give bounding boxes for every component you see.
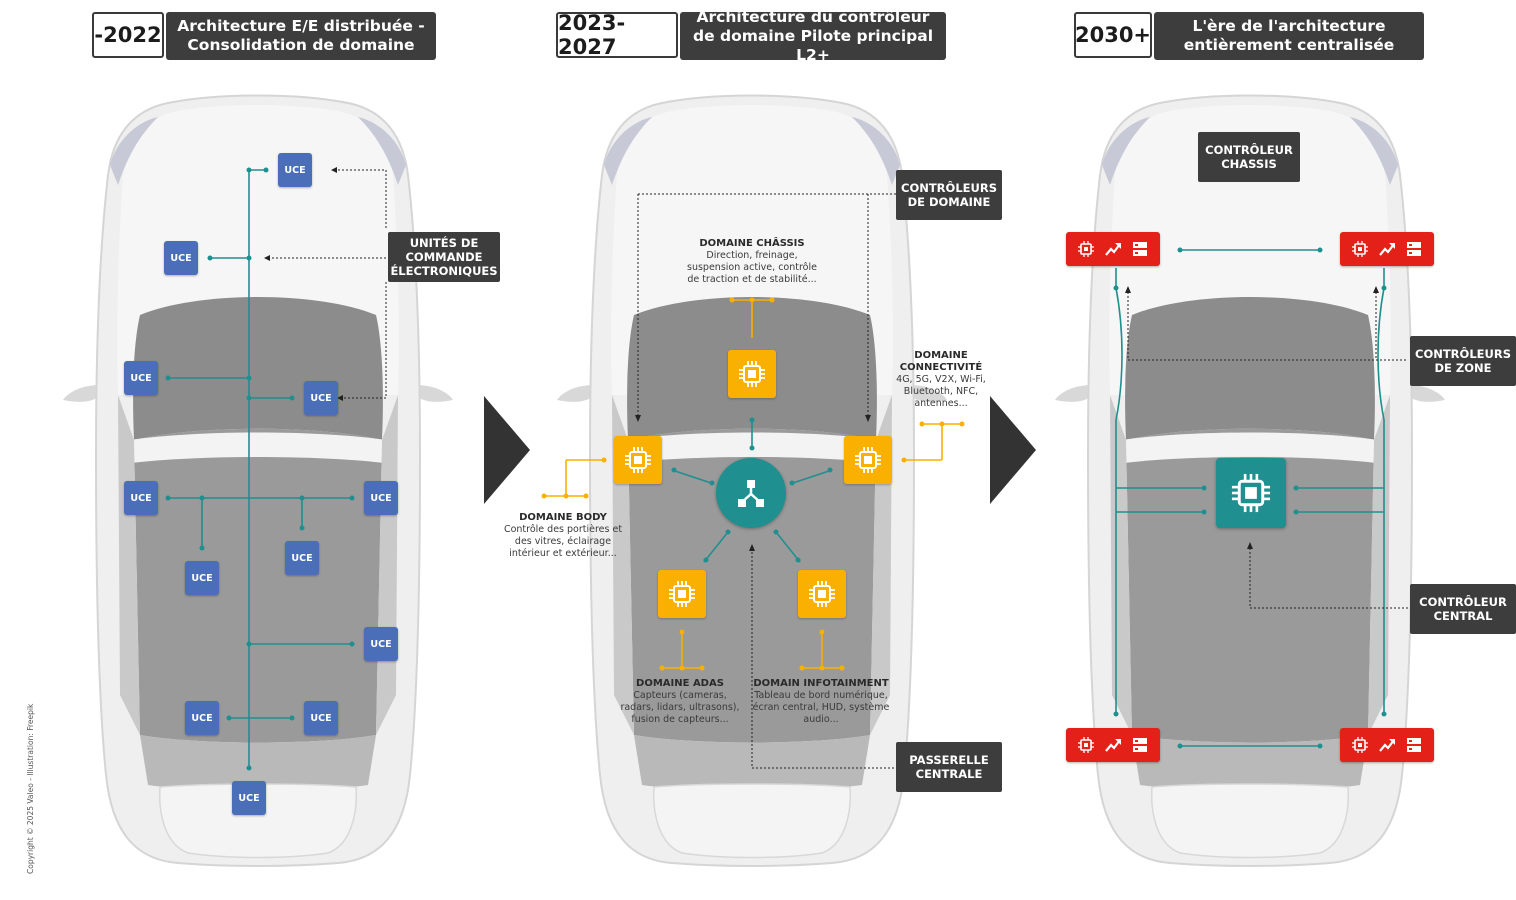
uce-box: UCE: [124, 481, 158, 515]
panel-title-1: Architecture E/E distribuée - Consolidat…: [166, 12, 436, 60]
chip-icon: [1077, 240, 1095, 258]
uce-box: UCE: [124, 361, 158, 395]
trend-up-icon: [1378, 736, 1396, 754]
zone-controller-rear-right: [1340, 728, 1434, 762]
trend-up-icon: [1378, 240, 1396, 258]
chip-icon: [669, 581, 695, 607]
domain-controller-infotainment: [798, 570, 846, 618]
chip-icon: [1351, 240, 1369, 258]
uce-box: UCE: [364, 481, 398, 515]
chip-icon: [809, 581, 835, 607]
chip-icon: [855, 447, 881, 473]
era-label-2: 2023-2027: [556, 11, 678, 59]
chip-icon: [1077, 736, 1095, 754]
callout-ecu-units: Unités de commande électroniques: [388, 232, 500, 282]
era-label-1: -2022: [92, 12, 164, 58]
network-hub-icon: [738, 480, 764, 507]
central-controller: [1216, 458, 1286, 528]
domain-controller-body: [614, 436, 662, 484]
zone-controller-front-left: [1066, 232, 1160, 266]
chip-icon: [1231, 473, 1271, 513]
uce-box: UCE: [232, 781, 266, 815]
chip-icon: [1351, 736, 1369, 754]
uce-box: UCE: [278, 153, 312, 187]
panel-title-3: L'ère de l'architecture entièrement cent…: [1154, 12, 1424, 60]
domain-controller-adas: [658, 570, 706, 618]
zone-controller-front-right: [1340, 232, 1434, 266]
domain-controller-connectivity: [844, 436, 892, 484]
uce-box: UCE: [185, 561, 219, 595]
trend-up-icon: [1104, 240, 1122, 258]
uce-box: UCE: [285, 541, 319, 575]
uce-box: UCE: [164, 241, 198, 275]
chip-icon: [625, 447, 651, 473]
server-icon: [1405, 240, 1423, 258]
chip-icon: [739, 361, 765, 387]
callout-central-controller: Contrôleur central: [1410, 584, 1516, 634]
uce-box: UCE: [364, 627, 398, 661]
uce-box: UCE: [304, 381, 338, 415]
server-icon: [1405, 736, 1423, 754]
copyright-note: Copyright © 2025 Valeo - Illustration: F…: [26, 703, 35, 874]
zone-controller-rear-left: [1066, 728, 1160, 762]
callout-central-gateway: Passerelle centrale: [896, 742, 1002, 792]
callout-domain-controllers: Contrôleurs de domaine: [896, 170, 1002, 220]
uce-box: UCE: [304, 701, 338, 735]
uce-box: UCE: [185, 701, 219, 735]
panel-title-2: Architecture du contrôleur de domaine Pi…: [680, 8, 946, 64]
server-icon: [1131, 240, 1149, 258]
era-label-3: 2030+: [1074, 12, 1152, 58]
callout-chassis-controller: Contrôleur chassis: [1198, 132, 1300, 182]
trend-up-icon: [1104, 736, 1122, 754]
server-icon: [1131, 736, 1149, 754]
domain-controller-chassis: [728, 350, 776, 398]
central-gateway-hub: [716, 458, 786, 528]
callout-zone-controllers: Contrôleurs de zone: [1410, 336, 1516, 386]
